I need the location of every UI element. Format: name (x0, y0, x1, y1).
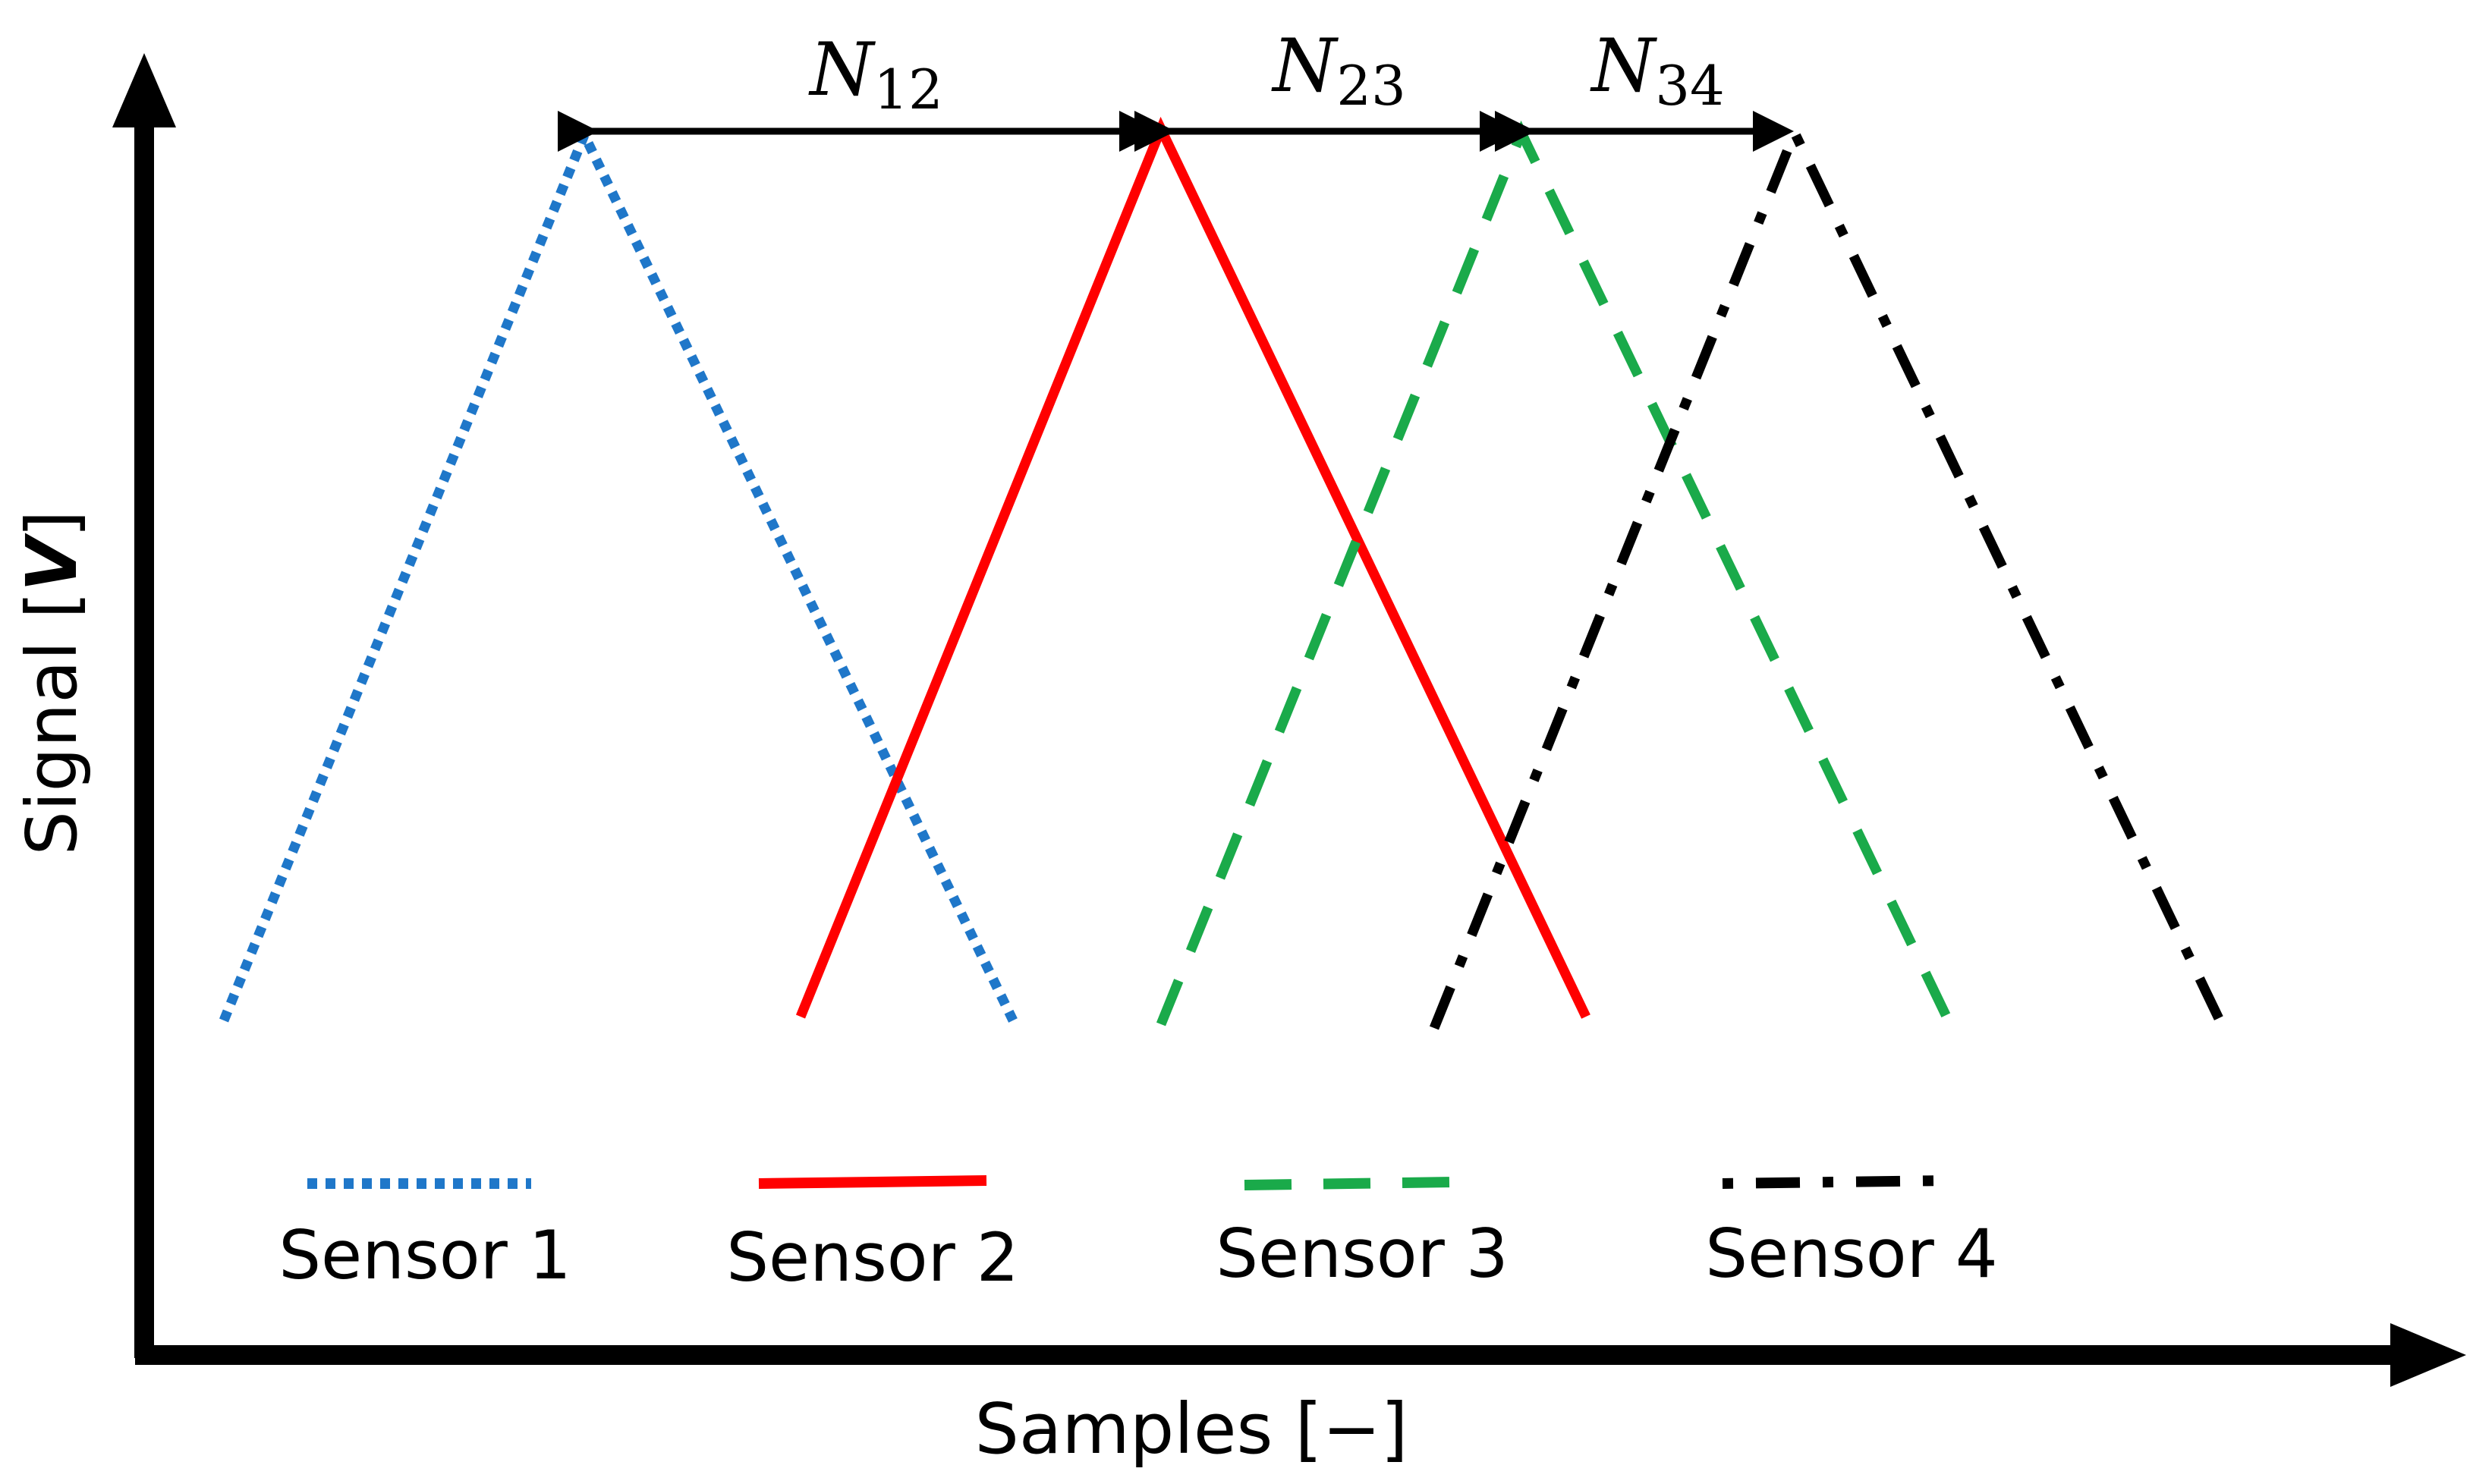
interval-label-n23: N23 (1271, 24, 1406, 118)
legend-label-sensor-4: Sensor 4 (1705, 1215, 1998, 1293)
x-axis-arrowhead (2390, 1323, 2466, 1387)
legend-swatch-sensor-2 (758, 1175, 987, 1189)
legend-label-sensor-1: Sensor 1 (278, 1216, 571, 1294)
legend-label-sensor-3: Sensor 3 (1216, 1215, 1509, 1293)
interval-label-n12-main: N (808, 27, 876, 112)
interval-label-n23-main: N (1271, 24, 1339, 108)
y-axis-label-text: Signal (11, 619, 93, 856)
y-axis-label-unit: V (11, 533, 93, 592)
interval-label-n34: N34 (1590, 24, 1725, 118)
sensor-3-curve (1156, 120, 1955, 1027)
interval-label-n12: N12 (808, 27, 943, 121)
interval-label-n12-sub: 12 (873, 58, 943, 121)
legend-swatch-sensor-3 (1244, 1177, 1454, 1190)
legend-label-sensor-2: Sensor 2 (726, 1218, 1019, 1297)
interval-label-n34-sub: 34 (1655, 54, 1725, 118)
x-axis-label: Samples [−] (974, 1388, 1408, 1470)
legend-swatch-sensor-4 (1722, 1175, 1947, 1189)
y-axis-label-bracket-open: [ (11, 592, 93, 619)
y-axis-label: Signal [V] (11, 511, 93, 856)
sensor-1-curve (219, 130, 1018, 1023)
interval-label-n23-sub: 23 (1336, 54, 1406, 118)
y-axis-arrowhead (112, 53, 176, 127)
sensor-4-curve (1429, 120, 2228, 1030)
interval-label-n34-main: N (1590, 24, 1657, 108)
y-axis-label-bracket-close: ] (11, 511, 93, 538)
